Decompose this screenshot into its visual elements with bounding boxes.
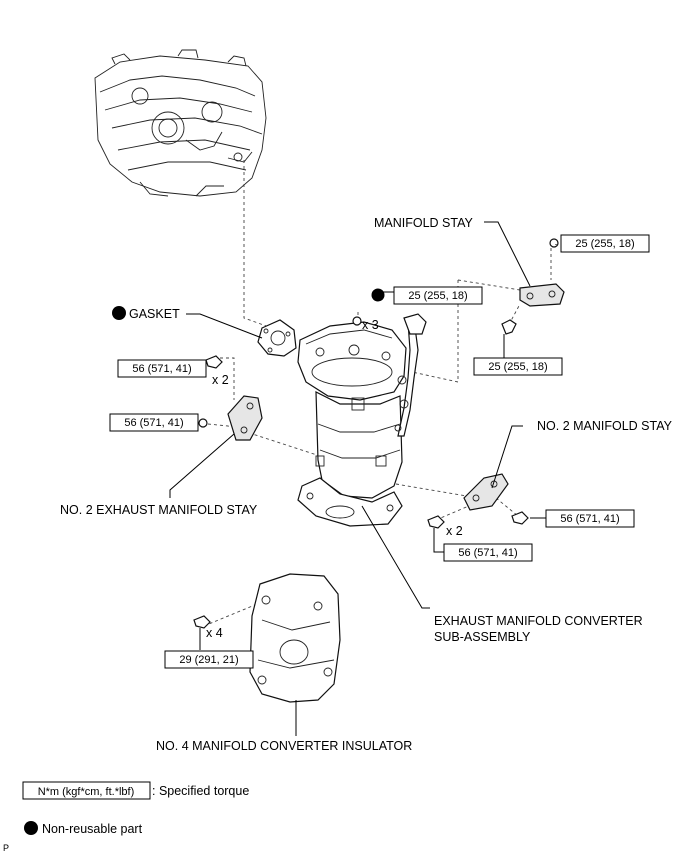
label-no2-exhaust-manifold-stay: NO. 2 EXHAUST MANIFOLD STAY xyxy=(60,503,258,517)
label-gasket: GASKET xyxy=(129,307,180,321)
nut-icon xyxy=(198,418,208,428)
bolt-icon xyxy=(427,515,445,529)
torque-box-right-bolt: 56 (571, 41) xyxy=(545,509,635,528)
quantity-nuts: x 3 xyxy=(362,318,379,332)
torque-box-right-x2: 56 (571, 41) xyxy=(443,543,533,562)
bolt-icon xyxy=(205,355,223,369)
legend-torque: N*m (kgf*cm, ft.*lbf) : Specified torque xyxy=(22,781,249,800)
nut-icon xyxy=(549,238,559,248)
quantity-left: x 2 xyxy=(212,373,229,387)
label-insulator: NO. 4 MANIFOLD CONVERTER INSULATOR xyxy=(156,739,412,753)
torque-box-left-bolt: 56 (571, 41) xyxy=(117,359,207,378)
torque-value: 25 (255, 18) xyxy=(488,361,547,373)
quantity-insulator: x 4 xyxy=(206,626,223,640)
no2-manifold-stay-part xyxy=(463,473,509,511)
torque-value: 56 (571, 41) xyxy=(458,547,517,559)
label-converter-line2: SUB-ASSEMBLY xyxy=(434,630,531,644)
nut-icon xyxy=(352,316,362,326)
legend-torque-text: : Specified torque xyxy=(152,784,249,798)
torque-value: 25 (255, 18) xyxy=(575,238,634,250)
label-converter-line1: EXHAUST MANIFOLD CONVERTER xyxy=(434,614,643,628)
torque-box-nut-x3: 25 (255, 18) xyxy=(393,286,483,305)
torque-value: 29 (291, 21) xyxy=(179,654,238,666)
torque-box-stay-bottom: 25 (255, 18) xyxy=(473,357,563,376)
engine-illustration xyxy=(94,49,267,197)
torque-value: 56 (571, 41) xyxy=(124,417,183,429)
torque-value: 56 (571, 41) xyxy=(132,363,191,375)
bolt-icon xyxy=(511,511,529,525)
torque-value: 25 (255, 18) xyxy=(408,290,467,302)
torque-box-insulator: 29 (291, 21) xyxy=(164,650,254,669)
label-no2-manifold-stay: NO. 2 MANIFOLD STAY xyxy=(537,419,673,433)
legend-nonreusable: Non-reusable part xyxy=(24,821,143,836)
torque-box-left-nut: 56 (571, 41) xyxy=(109,413,199,432)
bolt-icon xyxy=(193,615,211,629)
nonreusable-dot-icon xyxy=(112,306,126,320)
no4-manifold-converter-insulator-part xyxy=(249,573,341,703)
manifold-stay-part xyxy=(519,283,565,307)
legend-torque-box-text: N*m (kgf*cm, ft.*lbf) xyxy=(38,786,135,798)
no2-exhaust-manifold-stay-part xyxy=(227,395,263,441)
gasket-part xyxy=(257,319,297,357)
legend-nonreusable-text: Non-reusable part xyxy=(42,822,143,836)
exhaust-manifold-converter-part xyxy=(297,313,427,527)
nonreusable-dot-icon xyxy=(371,288,385,302)
torque-box-stay-top: 25 (255, 18) xyxy=(560,234,650,253)
label-manifold-stay: MANIFOLD STAY xyxy=(374,216,474,230)
footer-code: P xyxy=(3,843,9,853)
nonreusable-dot-icon xyxy=(24,821,38,835)
quantity-right: x 2 xyxy=(446,524,463,538)
bolt-icon xyxy=(501,319,517,335)
torque-value: 56 (571, 41) xyxy=(560,513,619,525)
